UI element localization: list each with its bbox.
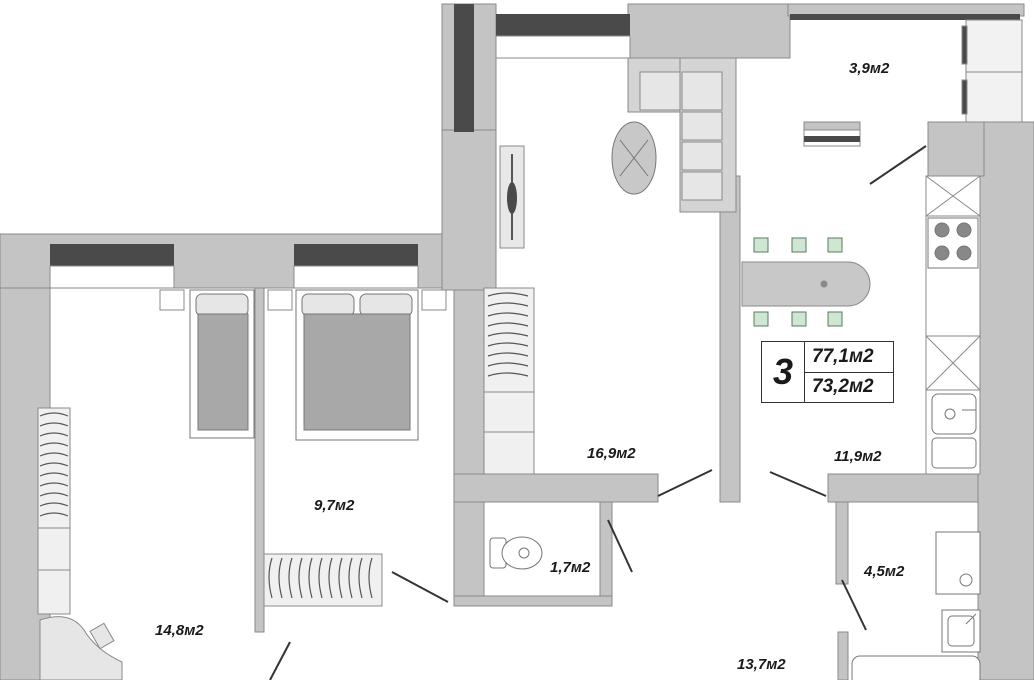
summary-divider-horizontal [804,372,893,373]
coffee-table [611,121,657,195]
armchair [39,616,123,680]
stove [927,217,979,269]
room-area-balcony: 3,9м2 [849,60,890,77]
room-area-hall: 13,7м2 [737,656,786,673]
dining-table [741,261,871,307]
double-bed [295,289,419,441]
corner-sofa [627,57,737,213]
bathtub [851,655,981,680]
nightstands [159,289,447,311]
total-area: 77,1м2 [812,346,874,367]
bathroom-sink [941,609,981,653]
toilet [489,536,543,570]
windows [49,4,1020,289]
wardrobe-hangers-living [487,292,529,377]
left-wardrobe [37,407,71,615]
room-area-bedroom-small: 9,7м2 [314,497,355,514]
room-area-bedroom-large: 14,8м2 [155,622,204,639]
room-area-living: 16,9м2 [587,445,636,462]
dining-chairs [753,237,843,327]
apartment-summary: 3 77,1м2 73,2м2 [761,341,894,403]
room-area-bathroom: 4,5м2 [864,563,905,580]
doors [269,145,927,680]
kitchen-sink [931,393,977,469]
room-area-kitchen: 11,9м2 [834,448,882,465]
single-bed [189,289,255,439]
tv-stand [499,145,525,249]
balcony-cabinets [961,19,1023,123]
bedroom-wardrobe-horizontal [263,553,383,607]
living-area: 73,2м2 [812,376,874,397]
rooms-count: 3 [772,351,794,392]
washing-machine [935,531,981,595]
room-area-wc: 1,7м2 [550,559,591,576]
